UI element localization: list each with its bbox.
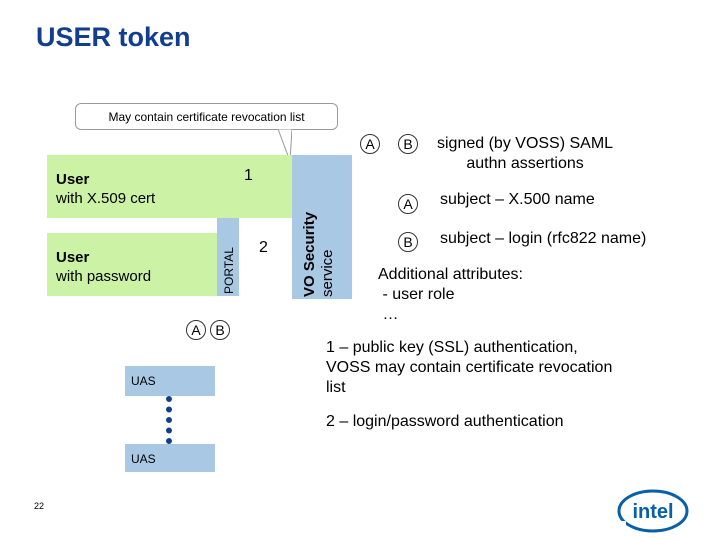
a-subject-text: subject – X.500 name xyxy=(440,191,595,208)
note-tail xyxy=(278,129,292,161)
circle-a-legend-top: A xyxy=(360,134,380,154)
uas-connector xyxy=(166,396,172,444)
user-cert-line1: User xyxy=(56,171,90,188)
user-password-box xyxy=(47,233,217,296)
circle-b-legend-top: B xyxy=(398,134,418,154)
user-cert-box xyxy=(47,155,292,218)
arrow-2-label: 2 xyxy=(259,239,268,256)
revocation-note: May contain certificate revocation list xyxy=(75,103,338,130)
voss-label-normal: service xyxy=(319,249,336,297)
b-subject-text: subject – login (rfc822 name) xyxy=(440,230,647,247)
user-cert-line2: with X.509 cert xyxy=(56,190,156,207)
additional-line-1: Additional attributes: xyxy=(378,266,523,283)
user-password-label: User with password xyxy=(56,248,151,286)
uas-box-2 xyxy=(125,444,215,472)
slide-title: USER token xyxy=(36,22,191,52)
voss-label-bold: VO Security xyxy=(301,211,318,297)
circle-a-legend: A xyxy=(398,194,418,214)
user-password-line2: with password xyxy=(56,268,152,285)
note-2-text: 2 – login/password authentication xyxy=(326,413,564,430)
page-number: 22 xyxy=(34,501,45,511)
intel-logo-text: intel xyxy=(632,501,673,523)
portal-box xyxy=(217,218,239,296)
uas-box-1 xyxy=(125,366,215,396)
additional-line-2: - user role xyxy=(378,286,455,303)
uas-label-2: UAS xyxy=(131,452,156,466)
user-password-line1: User xyxy=(56,249,90,266)
additional-attributes: Additional attributes: - user role … xyxy=(378,265,523,325)
circle-b-legend: B xyxy=(398,232,418,252)
user-cert-label: User with X.509 cert xyxy=(56,170,155,208)
additional-line-3: … xyxy=(378,306,399,323)
arrow-1-label: 1 xyxy=(244,167,253,184)
signed-assertions-text: signed (by VOSS) SAML authn assertions xyxy=(437,135,614,172)
intel-logo: intel xyxy=(617,489,689,533)
note-1-text: 1 – public key (SSL) authentication, VOS… xyxy=(326,339,613,396)
voss-label: VO Security service xyxy=(301,212,337,297)
circle-b-portal: B xyxy=(210,320,230,340)
uas-label-1: UAS xyxy=(131,374,156,388)
portal-label: PORTAL xyxy=(222,247,236,294)
voss-box xyxy=(292,155,352,299)
circle-a-portal: A xyxy=(186,320,206,340)
